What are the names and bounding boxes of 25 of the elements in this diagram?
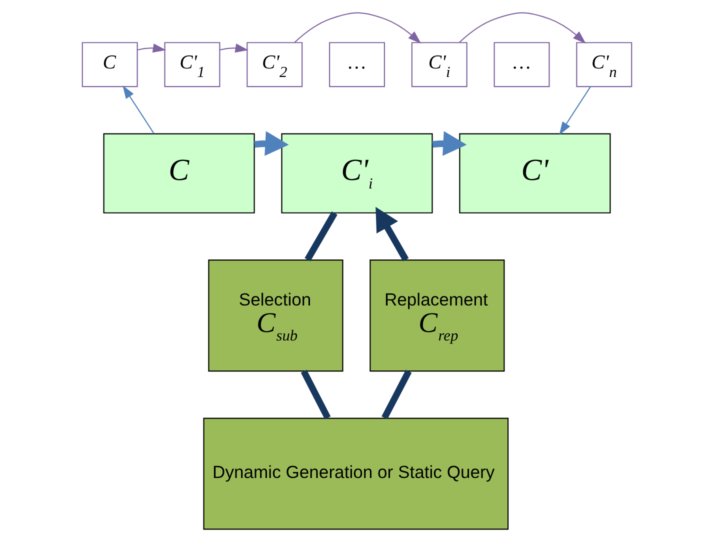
node-box: C'$_{i}$: [411, 42, 468, 88]
arrow: [376, 206, 409, 262]
node-box: C: [103, 133, 255, 214]
node-box: C'$_{2}$: [246, 42, 303, 88]
node-box: Selection C$_{sub}$: [208, 260, 344, 372]
node-box: …: [329, 42, 385, 88]
node-box: Dynamic Generation or Static Query: [203, 418, 509, 530]
connector: [382, 370, 412, 420]
node-box: C': [459, 133, 611, 214]
node-box: C'$_{n}$: [576, 42, 632, 88]
arrow: [559, 86, 591, 135]
arrow: [294, 12, 422, 44]
arrow: [122, 85, 154, 134]
connector: [304, 211, 338, 262]
node-box: …: [494, 42, 550, 88]
node-box: C'$_{1}$: [164, 42, 220, 88]
arrow: [137, 44, 166, 53]
arrow: [458, 12, 586, 44]
arrow: [432, 131, 467, 156]
node-box: C'$_{i}$: [281, 133, 433, 214]
connector: [300, 370, 331, 420]
arrow: [220, 44, 248, 53]
node-box: Replacement C$_{rep}$: [370, 260, 505, 372]
arrow: [254, 131, 289, 156]
node-box: C: [82, 42, 138, 88]
